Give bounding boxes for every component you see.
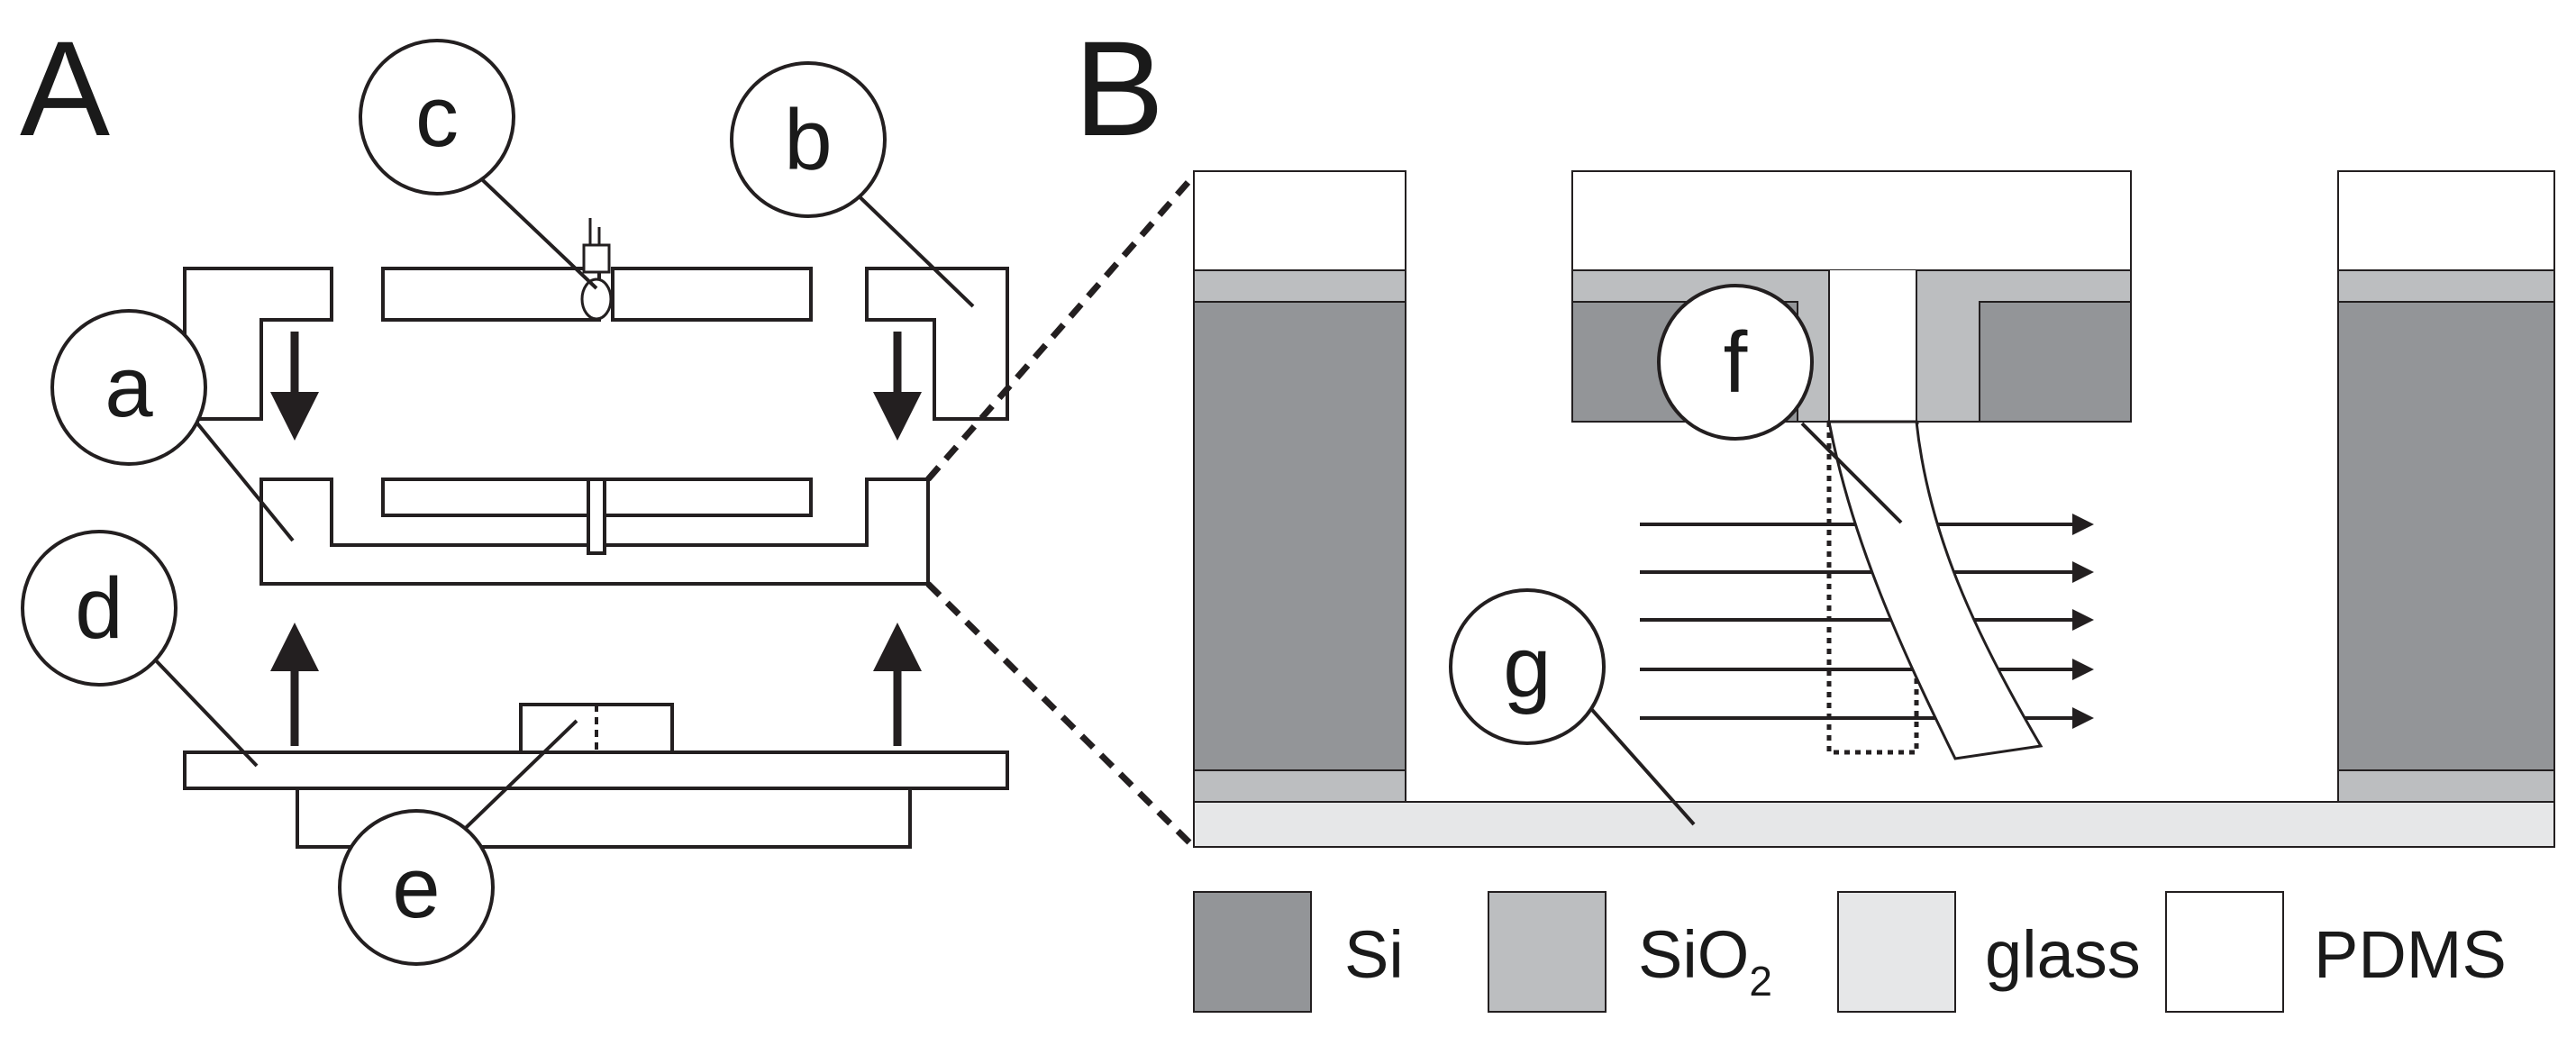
legend-item-glass: glass xyxy=(1837,891,2141,1013)
right-pillar-sio2-top xyxy=(2337,269,2555,303)
right-pillar-pdms xyxy=(2337,170,2555,271)
leader-f xyxy=(1800,422,1903,524)
callout-f: f xyxy=(1657,284,1814,441)
middle-housing-body xyxy=(259,478,930,586)
zoom-line-bottom xyxy=(925,581,1197,850)
left-pillar-sio2-top xyxy=(1193,269,1406,303)
top-housing-left-part xyxy=(183,267,333,421)
probe-top xyxy=(580,218,613,321)
panel-b-label: B xyxy=(1074,13,1164,164)
callout-leaders-a xyxy=(151,165,975,849)
left-pillar xyxy=(1193,170,1406,803)
leader-d xyxy=(151,656,259,768)
legend-label-si: Si xyxy=(1344,917,1404,992)
legend-swatch-si xyxy=(1193,891,1312,1013)
assembly-arrows xyxy=(270,332,922,746)
top-housing-center-left-plate xyxy=(381,267,601,322)
callout-d-label: d xyxy=(75,560,123,657)
top-housing-center-right-plate xyxy=(611,267,813,322)
callout-d: d xyxy=(21,530,177,687)
cantilever-deflected xyxy=(1827,420,2044,760)
callout-g-label: g xyxy=(1503,619,1551,715)
legend-label-sio2: SiO xyxy=(1638,917,1749,992)
callout-e: e xyxy=(338,809,495,966)
left-pillar-pdms xyxy=(1193,170,1406,271)
bottom-base-plate xyxy=(183,750,1009,790)
legend-swatch-pdms xyxy=(2165,891,2284,1013)
right-pillar-si xyxy=(2337,301,2555,771)
left-pillar-si xyxy=(1193,301,1406,771)
center-channel xyxy=(1829,270,1916,422)
leader-b xyxy=(845,183,975,308)
bottom-base xyxy=(183,703,1009,849)
leader-c xyxy=(467,165,598,290)
zoom-lines xyxy=(925,173,1197,850)
callout-leaders-b xyxy=(1584,422,1903,826)
callout-b: b xyxy=(730,61,887,218)
probe-top-tip xyxy=(580,277,613,321)
legend-label-glass: glass xyxy=(1985,917,2141,992)
right-pillar-sio2-bottom xyxy=(2337,769,2555,803)
leader-a xyxy=(192,417,295,542)
callout-g: g xyxy=(1449,588,1606,745)
middle-housing-slot xyxy=(587,478,606,555)
callout-a: a xyxy=(50,309,207,466)
left-pillar-sio2-bottom xyxy=(1193,769,1406,803)
probe-top-box xyxy=(582,243,611,274)
callout-a-label: a xyxy=(105,339,153,435)
panel-a-label: A xyxy=(20,13,110,164)
zoom-line-top xyxy=(925,173,1197,482)
leader-g xyxy=(1584,701,1696,826)
top-housing-right-part xyxy=(865,267,1009,421)
cantilever-rest-outline xyxy=(1826,422,1919,755)
leader-e xyxy=(444,719,578,849)
legend-label-sio2-sub: 2 xyxy=(1749,958,1772,1005)
center-right-si xyxy=(1979,301,2132,423)
legend-swatch-sio2 xyxy=(1488,891,1607,1013)
legend-label-pdms: PDMS xyxy=(2314,917,2507,992)
legend-label-sio2-wrap: SiO2 xyxy=(1638,917,1772,1005)
legend-swatch-glass xyxy=(1837,891,1956,1013)
callout-c-label: c xyxy=(415,68,459,165)
legend: Si SiO2 glass PDMS xyxy=(1193,891,2507,1013)
callout-b-label: b xyxy=(784,92,832,188)
legend-item-pdms: PDMS xyxy=(2165,891,2507,1013)
callout-f-label: f xyxy=(1724,314,1748,411)
callout-e-label: e xyxy=(392,840,440,936)
callout-c: c xyxy=(359,39,515,196)
panel-b: B xyxy=(1074,13,2555,1013)
right-pillar xyxy=(2337,170,2555,803)
glass-substrate xyxy=(1193,801,2555,848)
center-block xyxy=(1571,170,2132,423)
legend-item-si: Si xyxy=(1193,891,1404,1013)
panel-a: A xyxy=(20,13,1009,966)
middle-housing xyxy=(259,478,930,586)
center-block-pdms xyxy=(1571,170,2132,271)
legend-item-sio2: SiO2 xyxy=(1488,891,1772,1013)
